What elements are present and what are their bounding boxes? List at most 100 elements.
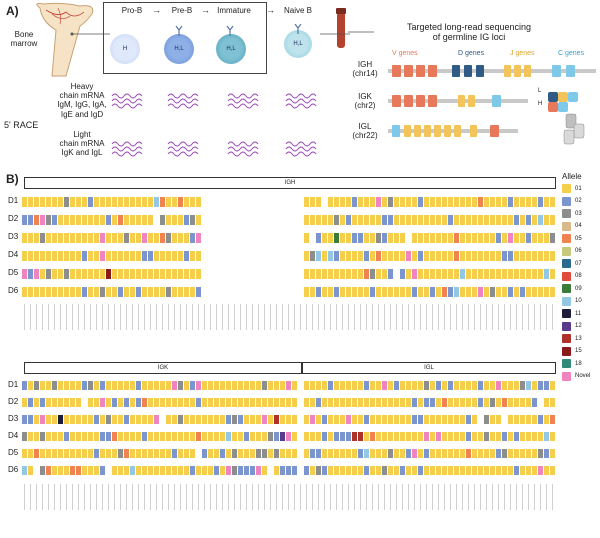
allele-cell — [346, 287, 351, 297]
allele-cell — [166, 381, 171, 390]
allele-cell — [478, 381, 483, 390]
allele-cell — [478, 398, 483, 407]
allele-cell — [22, 233, 27, 243]
igh-locus-label: IGH (chr14) — [352, 60, 378, 79]
allele-cell — [448, 269, 453, 279]
allele-cell — [430, 432, 435, 441]
allele-cell — [112, 449, 117, 458]
tube-icon — [336, 8, 346, 48]
allele-cell — [424, 287, 429, 297]
allele-cell — [82, 233, 87, 243]
allele-cell — [358, 287, 363, 297]
v-genes-label: V genes — [392, 50, 418, 57]
allele-cell — [184, 398, 189, 407]
allele-cell — [208, 449, 213, 458]
allele-cell — [442, 233, 447, 243]
allele-cell — [532, 449, 537, 458]
allele-cell — [358, 449, 363, 458]
allele-cell — [328, 449, 333, 458]
donor-label: D3 — [8, 232, 19, 241]
allele-cell — [52, 415, 57, 424]
allele-cell — [106, 287, 111, 297]
c-gene-segment — [552, 65, 561, 77]
allele-cell — [94, 197, 99, 207]
allele-cell — [52, 398, 57, 407]
allele-cell — [502, 233, 507, 243]
allele-cell — [328, 197, 333, 207]
allele-cell — [460, 197, 465, 207]
allele-cell — [184, 432, 189, 441]
allele-cell — [82, 466, 87, 475]
legend-swatch — [562, 271, 571, 281]
allele-cell — [412, 432, 417, 441]
allele-cell — [40, 398, 45, 407]
allele-cell — [28, 381, 33, 390]
allele-cell — [328, 432, 333, 441]
allele-cell — [58, 415, 63, 424]
allele-cell — [394, 381, 399, 390]
allele-cell — [466, 432, 471, 441]
allele-cell — [70, 233, 75, 243]
allele-cell — [310, 215, 315, 225]
allele-cell — [178, 415, 183, 424]
allele-cell — [190, 287, 195, 297]
allele-cell — [496, 449, 501, 458]
allele-cell — [496, 251, 501, 261]
allele-cell — [136, 449, 141, 458]
allele-cell — [376, 415, 381, 424]
allele-cell — [442, 466, 447, 475]
v-gene-segment — [416, 65, 425, 77]
allele-cell — [34, 233, 39, 243]
legend-label: 13 — [575, 335, 582, 342]
j-gene-segment — [458, 95, 465, 107]
allele-cell — [358, 432, 363, 441]
allele-cell — [532, 398, 537, 407]
allele-cell — [520, 251, 525, 261]
allele-cell — [418, 432, 423, 441]
allele-cell — [118, 269, 123, 279]
allele-cell — [388, 381, 393, 390]
allele-cell — [220, 449, 225, 458]
allele-cell — [178, 287, 183, 297]
allele-cell — [418, 287, 423, 297]
allele-cell — [310, 381, 315, 390]
allele-cell — [148, 449, 153, 458]
allele-cell — [28, 269, 33, 279]
allele-cell — [520, 381, 525, 390]
allele-cell — [334, 269, 339, 279]
v-gene-segment — [490, 125, 499, 137]
allele-cell — [364, 432, 369, 441]
allele-cell — [544, 432, 549, 441]
allele-cell — [76, 466, 81, 475]
allele-cell — [346, 381, 351, 390]
legend-label: 08 — [575, 273, 582, 279]
allele-cell — [382, 215, 387, 225]
allele-cell — [40, 287, 45, 297]
allele-cell — [466, 287, 471, 297]
allele-cell — [274, 415, 279, 424]
legend-label: 01 — [575, 185, 582, 192]
allele-cell — [64, 381, 69, 390]
allele-cell — [502, 215, 507, 225]
allele-cell — [292, 381, 297, 390]
allele-cell — [328, 215, 333, 225]
allele-cell — [196, 398, 201, 407]
allele-cell — [400, 415, 405, 424]
allele-cell — [232, 381, 237, 390]
allele-cell — [514, 432, 519, 441]
allele-cell — [76, 287, 81, 297]
allele-cell — [358, 251, 363, 261]
allele-cell — [196, 415, 201, 424]
allele-cell — [460, 466, 465, 475]
legend-swatch — [562, 196, 571, 206]
allele-cell — [406, 398, 411, 407]
allele-cell — [40, 432, 45, 441]
allele-cell — [514, 287, 519, 297]
allele-cell — [394, 415, 399, 424]
allele-cell — [310, 466, 315, 475]
allele-cell — [196, 287, 201, 297]
allele-cell — [124, 287, 129, 297]
allele-cell — [268, 449, 273, 458]
allele-cell — [172, 197, 177, 207]
allele-cell — [304, 415, 309, 424]
